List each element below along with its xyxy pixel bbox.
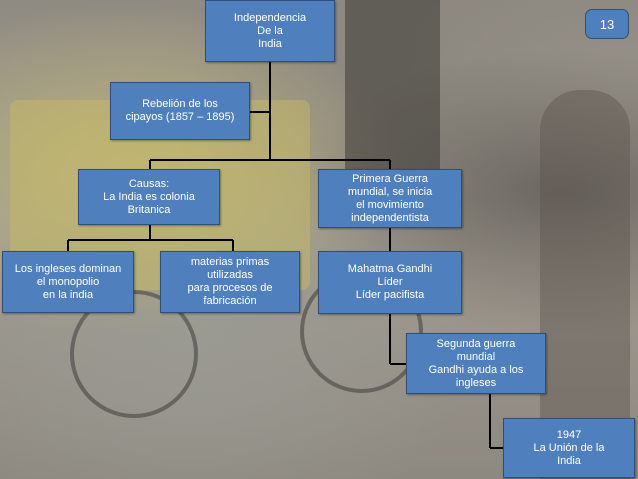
node-monopolio-label: Los ingleses dominan el monopolio en la … [14, 262, 122, 301]
node-primera-guerra: Primera Guerra mundial, se inicia el mov… [318, 169, 462, 228]
node-materias-primas-label: materias primas utilizadas para procesos… [187, 256, 273, 307]
node-rebelion: Rebelión de los cipayos (1857 – 1895) [110, 82, 250, 140]
node-union-india: 1947 La Unión de la India [503, 418, 635, 478]
node-independencia: Independencia De la India [205, 0, 335, 62]
node-segunda-guerra-label: Segunda guerra mundial Gandhi ayuda a lo… [428, 337, 524, 389]
node-monopolio: Los ingleses dominan el monopolio en la … [2, 251, 134, 313]
node-gandhi-label: Mahatma Gandhi Líder Líder pacifista [347, 263, 433, 301]
background-shop-shape [345, 0, 440, 175]
node-union-india-label: 1947 La Unión de la India [533, 428, 605, 467]
page-number: 13 [599, 16, 615, 32]
node-causas: Causas: La India es colonia Britanica [78, 169, 220, 225]
node-rebelion-label: Rebelión de los cipayos (1857 – 1895) [125, 98, 235, 123]
node-primera-guerra-label: Primera Guerra mundial, se inicia el mov… [347, 172, 433, 224]
node-segunda-guerra: Segunda guerra mundial Gandhi ayuda a lo… [406, 333, 546, 394]
node-materias-primas: materias primas utilizadas para procesos… [160, 251, 300, 313]
node-independencia-label: Independencia De la India [233, 11, 307, 50]
background-person-shape [540, 90, 630, 479]
page-number-badge: 13 [585, 9, 629, 39]
node-gandhi: Mahatma Gandhi Líder Líder pacifista [318, 251, 462, 314]
node-causas-label: Causas: La India es colonia Britanica [103, 177, 195, 216]
background-wheel-shape [70, 290, 198, 418]
